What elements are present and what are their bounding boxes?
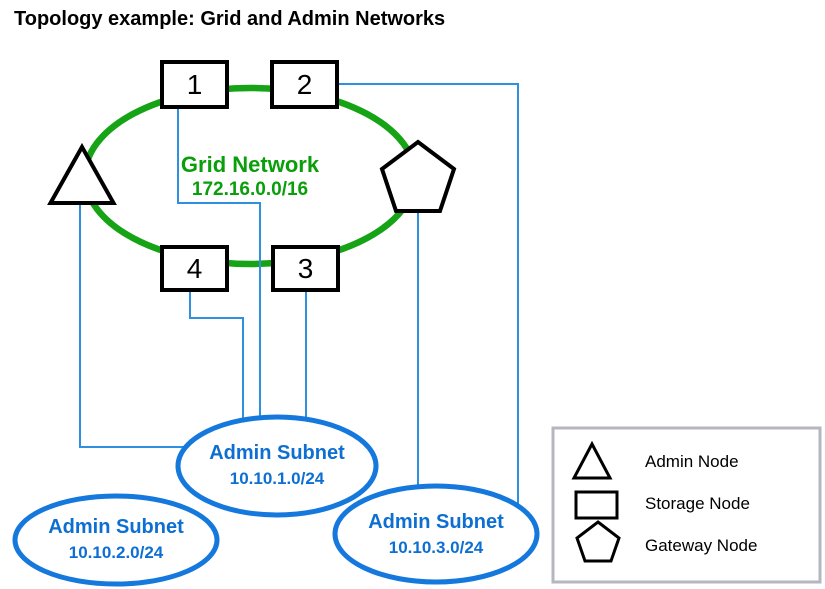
pentagon-icon xyxy=(575,520,621,563)
admin-subnet-1-label: Admin Subnet xyxy=(209,442,345,464)
page-title: Topology example: Grid and Admin Network… xyxy=(14,8,445,30)
connector-node1-to-subnet1 xyxy=(177,105,261,455)
storage-node-4-label: 4 xyxy=(187,253,203,284)
legend: Admin Node Storage Node Gateway Node xyxy=(551,426,822,584)
admin-subnet-3-cidr: 10.10.3.0/24 xyxy=(389,538,484,557)
grid-network-cidr: 172.16.0.0/16 xyxy=(192,179,308,200)
grid-network-label: Grid Network xyxy=(181,152,320,177)
admin-subnet-2-label: Admin Subnet xyxy=(48,516,184,538)
storage-node-3-label: 3 xyxy=(298,253,314,284)
admin-node-triangle-icon xyxy=(47,142,117,205)
legend-item-admin-node: Admin Node xyxy=(645,452,739,471)
storage-node-3-box xyxy=(271,245,340,292)
square-icon xyxy=(574,490,619,520)
storage-node-1-label: 1 xyxy=(187,69,203,100)
legend-item-storage-node: Storage Node xyxy=(645,494,750,513)
admin-subnet-2-ellipse xyxy=(12,493,220,587)
admin-subnet-3-ellipse xyxy=(332,483,540,585)
storage-node-2-box xyxy=(270,60,339,109)
admin-subnet-2-cidr: 10.10.2.0/24 xyxy=(69,543,164,562)
connector-admin-node-to-subnet1 xyxy=(79,201,230,448)
triangle-icon xyxy=(571,440,613,480)
legend-item-gateway-node: Gateway Node xyxy=(645,536,757,555)
storage-node-4-box xyxy=(160,245,229,292)
gateway-node-pentagon-icon xyxy=(379,139,457,213)
storage-node-2-label: 2 xyxy=(297,69,313,100)
admin-subnet-1-cidr: 10.10.1.0/24 xyxy=(230,469,325,488)
connector-node2-to-subnet3 xyxy=(337,83,519,515)
storage-node-1-box xyxy=(160,60,229,109)
connector-node4-to-subnet1 xyxy=(189,289,244,450)
admin-subnet-3-label: Admin Subnet xyxy=(368,511,504,533)
admin-subnet-1-ellipse xyxy=(175,414,379,518)
